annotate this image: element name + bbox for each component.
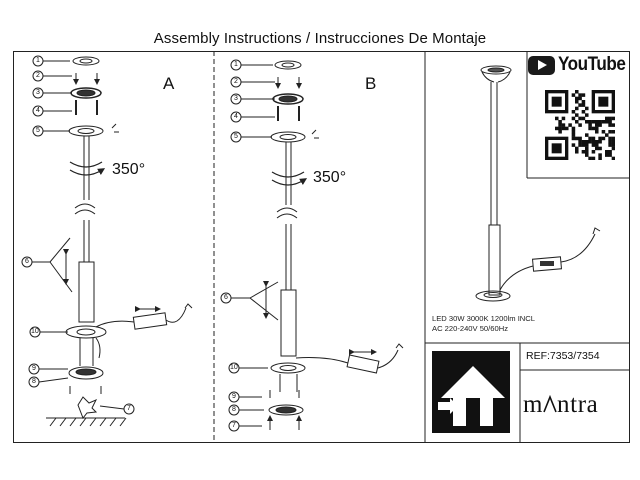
indoor-use-icon	[432, 351, 510, 433]
page-title: Assembly Instructions / Instrucciones De…	[153, 30, 487, 47]
panel-a-rotation-label: 350°	[112, 161, 146, 178]
panel-b-letter: B	[365, 74, 377, 93]
callout-b-9: 9	[232, 393, 236, 400]
panel-b-rotation-label: 350°	[313, 169, 347, 186]
spec-line-2: AC 220-240V 50/60Hz	[432, 324, 508, 333]
panel-b-drawing	[220, 59, 404, 432]
panel-b-callouts	[220, 59, 279, 432]
spec-line-1: LED 30W 3000K 1200lm INCL	[432, 314, 535, 323]
callout-b-2: 2	[234, 78, 238, 85]
callout-a-9: 9	[32, 365, 36, 372]
callout-b-10: 10	[230, 364, 238, 371]
callout-a-6: 6	[25, 258, 29, 265]
callout-a-2: 2	[36, 72, 40, 79]
panel-a-letter: A	[163, 74, 175, 93]
callout-b-5: 5	[234, 133, 238, 140]
reference-number: REF:7353/7354	[526, 350, 600, 362]
callout-b-6: 6	[224, 294, 228, 301]
callout-a-10: 10	[31, 328, 39, 335]
panel-a-callouts	[21, 55, 135, 415]
callout-a-3: 3	[36, 89, 40, 96]
product-specs: LED 30W 3000K 1200lm INCL AC 220-240V 50…	[432, 314, 535, 334]
callout-b-7: 7	[232, 422, 236, 429]
instruction-frame	[13, 51, 630, 443]
youtube-logo[interactable]: YouTube	[528, 54, 633, 76]
product-illustration	[475, 65, 601, 302]
callout-b-1: 1	[234, 61, 238, 68]
youtube-play-icon	[528, 55, 555, 75]
youtube-wordmark: YouTube	[558, 54, 626, 75]
qr-code-icon[interactable]	[545, 90, 615, 160]
callout-b-8: 8	[232, 406, 236, 413]
youtube-box: YouTube	[528, 52, 630, 179]
panel-a-drawing	[21, 55, 193, 427]
callout-a-7: 7	[127, 405, 131, 412]
callout-a-1: 1	[36, 57, 40, 64]
callout-a-8: 8	[32, 378, 36, 385]
brand-suffix: ntra	[557, 391, 599, 418]
callout-a-4: 4	[36, 107, 40, 114]
brand-caret-icon	[543, 391, 557, 419]
callout-a-5: 5	[36, 127, 40, 134]
callout-b-4: 4	[234, 113, 238, 120]
callout-b-3: 3	[234, 95, 238, 102]
brand-prefix: m	[523, 391, 544, 418]
